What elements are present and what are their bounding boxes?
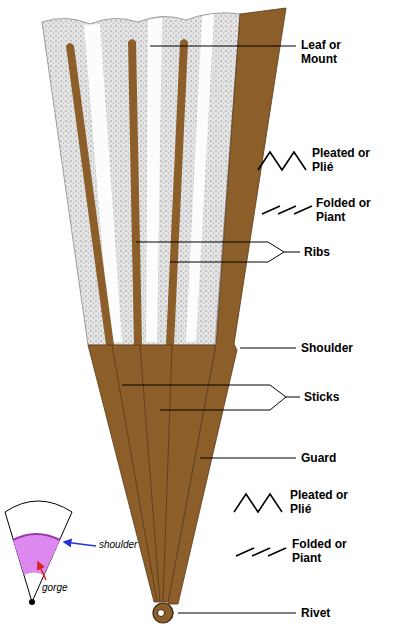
part-label: Guard bbox=[301, 451, 391, 465]
part-label: Rivet bbox=[301, 606, 391, 620]
part-label: Leaf or Mount bbox=[301, 38, 365, 66]
inset-fan-sector bbox=[5, 501, 96, 605]
leader-lines bbox=[122, 46, 300, 613]
part-label: Ribs bbox=[304, 245, 384, 259]
inset-label: gorge bbox=[42, 582, 92, 594]
fan-leaf bbox=[42, 13, 240, 345]
fold-label: Pleated or Plié bbox=[290, 488, 354, 516]
fold-label: Folded or Piant bbox=[292, 537, 356, 565]
rivet bbox=[153, 603, 173, 623]
fan-guard bbox=[168, 8, 286, 604]
part-label: Sticks bbox=[304, 390, 394, 404]
part-label: Shoulder bbox=[301, 341, 391, 355]
fold-label: Pleated or Plié bbox=[312, 146, 376, 174]
fan-ribs bbox=[66, 39, 188, 345]
inset-label: shoulder bbox=[99, 539, 169, 551]
fold-label: Folded or Piant bbox=[316, 196, 380, 224]
stick-lines bbox=[112, 345, 172, 602]
